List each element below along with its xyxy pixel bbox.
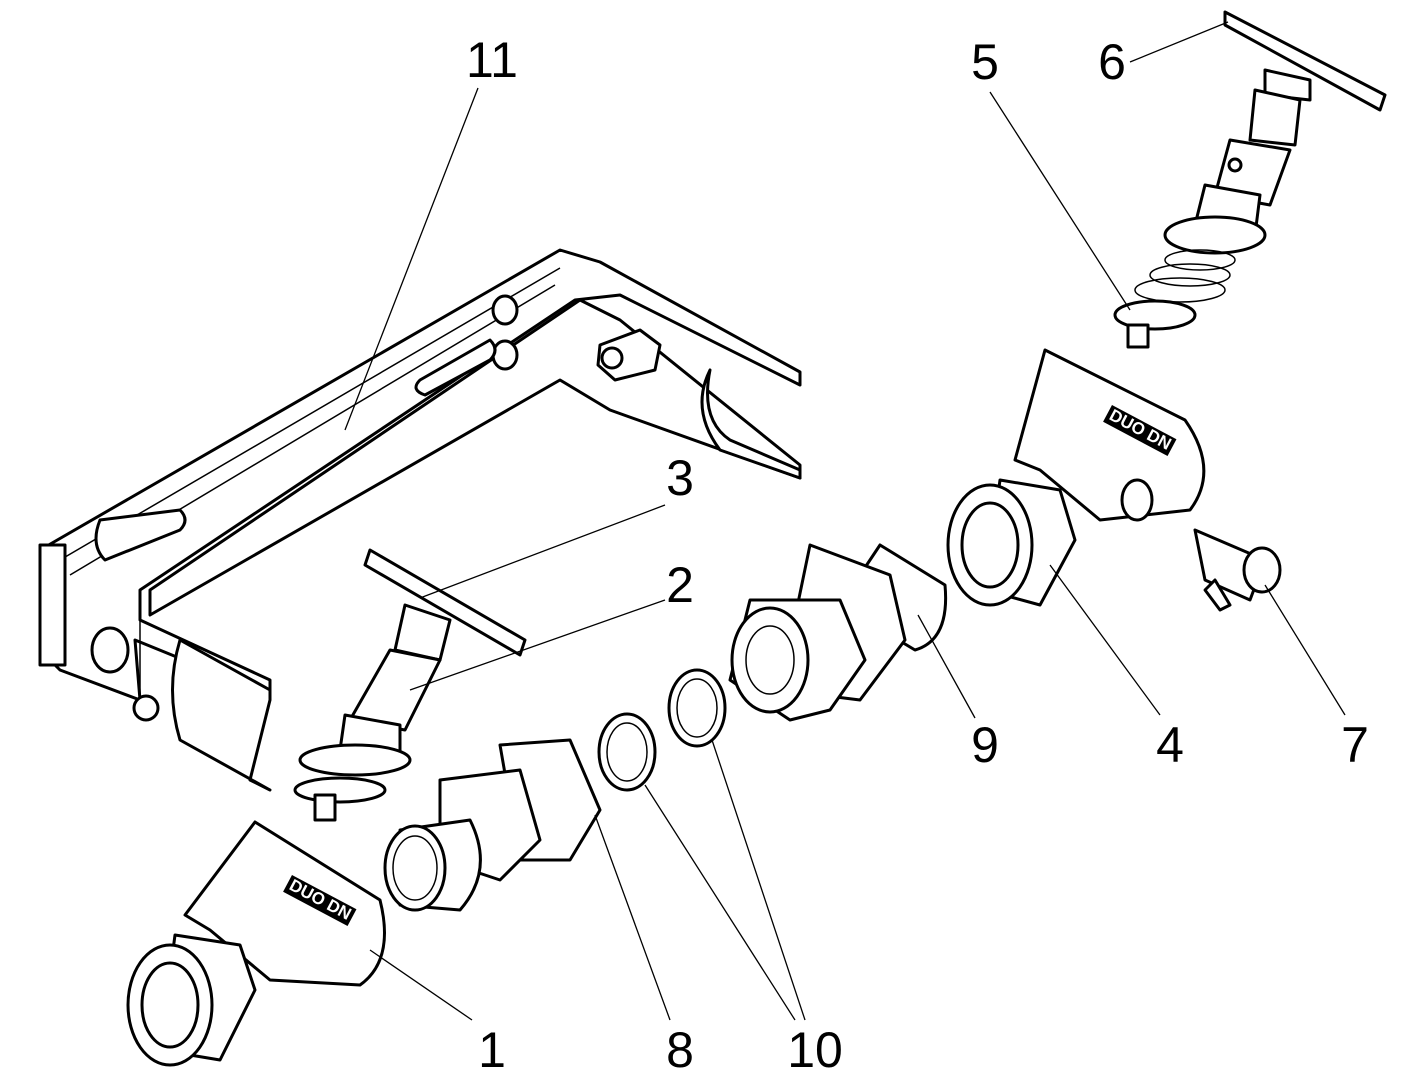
leader-4	[1049, 564, 1161, 716]
upper-valve-assembly	[1113, 10, 1387, 349]
leader-2	[409, 599, 666, 691]
upper-elbow-fitting	[946, 348, 1206, 607]
union-nut-9	[728, 543, 948, 722]
leader-5	[989, 91, 1131, 311]
callout-5: 5	[971, 34, 999, 90]
leader-8	[594, 814, 671, 1021]
lower-elbow-fitting	[126, 820, 386, 1067]
leader-1	[369, 949, 473, 1021]
mounting-bracket	[38, 248, 802, 792]
drain-plug	[1193, 528, 1282, 612]
callout-4: 4	[1156, 717, 1184, 773]
leader-lines	[344, 21, 1346, 1021]
callout-7: 7	[1341, 717, 1369, 773]
leader-10b	[711, 739, 806, 1021]
callout-9: 9	[971, 717, 999, 773]
leader-10a	[644, 784, 796, 1021]
callout-10: 10	[787, 1022, 843, 1078]
callout-6: 6	[1098, 34, 1126, 90]
seal-rings	[597, 668, 727, 792]
callout-11: 11	[466, 32, 518, 88]
leader-3	[419, 504, 666, 599]
leader-7	[1264, 584, 1346, 716]
union-tail-8	[383, 738, 602, 912]
callout-2: 2	[666, 557, 694, 613]
callout-8: 8	[666, 1022, 694, 1078]
callout-3: 3	[666, 450, 694, 506]
callout-1: 1	[478, 1022, 506, 1078]
lower-valve-assembly	[293, 548, 527, 822]
leader-6	[1129, 21, 1229, 63]
leader-9	[917, 614, 976, 719]
leader-11	[344, 87, 479, 431]
